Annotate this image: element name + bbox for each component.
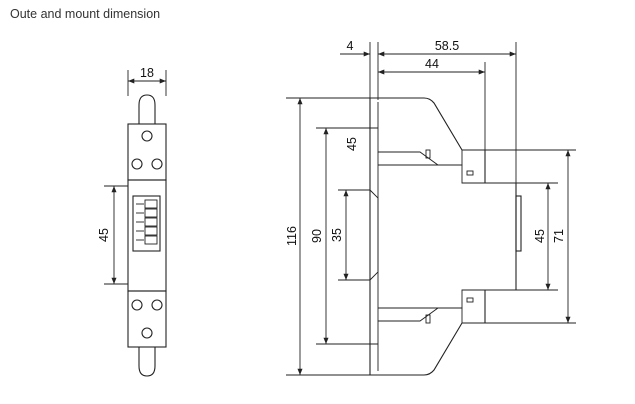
window-height-dimension: 45 [97,185,128,285]
lower-latch [466,297,474,303]
front-height-dimension: 71 [485,149,576,324]
upper-latch [466,170,474,176]
front-view: 18 [97,66,167,377]
front-height-label: 71 [552,229,566,243]
lower-screw-right [151,299,163,311]
mount-height-dimension: 90 [310,127,378,345]
upper-screw-right [151,158,163,170]
lower-screw-single [141,327,153,339]
depth-total-label: 58.5 [435,39,459,53]
window-height-label: 45 [97,228,111,242]
lower-terminal-block [127,290,167,348]
upper-clip [425,149,431,159]
front-window-edge [515,195,522,252]
front-face-label: 45 [533,229,547,243]
lower-clip [425,314,431,324]
width-dimension: 18 [127,66,167,96]
front-face-dimension: 45 [516,182,558,291]
overall-height-label: 116 [285,226,299,246]
overall-height-dimension: 116 [285,97,370,376]
front-width-label: 18 [140,66,154,80]
depth-dimensions: 4 58.5 44 [340,39,517,183]
upper-screw-left [131,158,143,170]
upper-screw-single [141,130,153,142]
mount-height-label: 90 [310,229,324,243]
top-mounting-tab [138,94,156,124]
din-rail-notch [369,189,379,281]
offset-label: 4 [347,39,354,53]
side-housing-outline [369,97,517,376]
upper-shoulder [377,102,463,166]
upper-shoulder-label: 45 [345,137,359,151]
depth-inner-label: 44 [425,57,439,71]
counter-window [132,195,161,252]
upper-terminal-block [127,123,167,181]
side-view: 4 58.5 44 116 [285,39,576,376]
page-title: Oute and mount dimension [10,7,161,21]
rail-label: 35 [330,228,344,242]
rail-dimension: 35 [330,189,370,281]
lower-shoulder [377,307,463,371]
bottom-mounting-tab [138,347,156,377]
middle-step [378,164,485,309]
counter-digits [136,199,158,245]
lower-screw-left [131,299,143,311]
